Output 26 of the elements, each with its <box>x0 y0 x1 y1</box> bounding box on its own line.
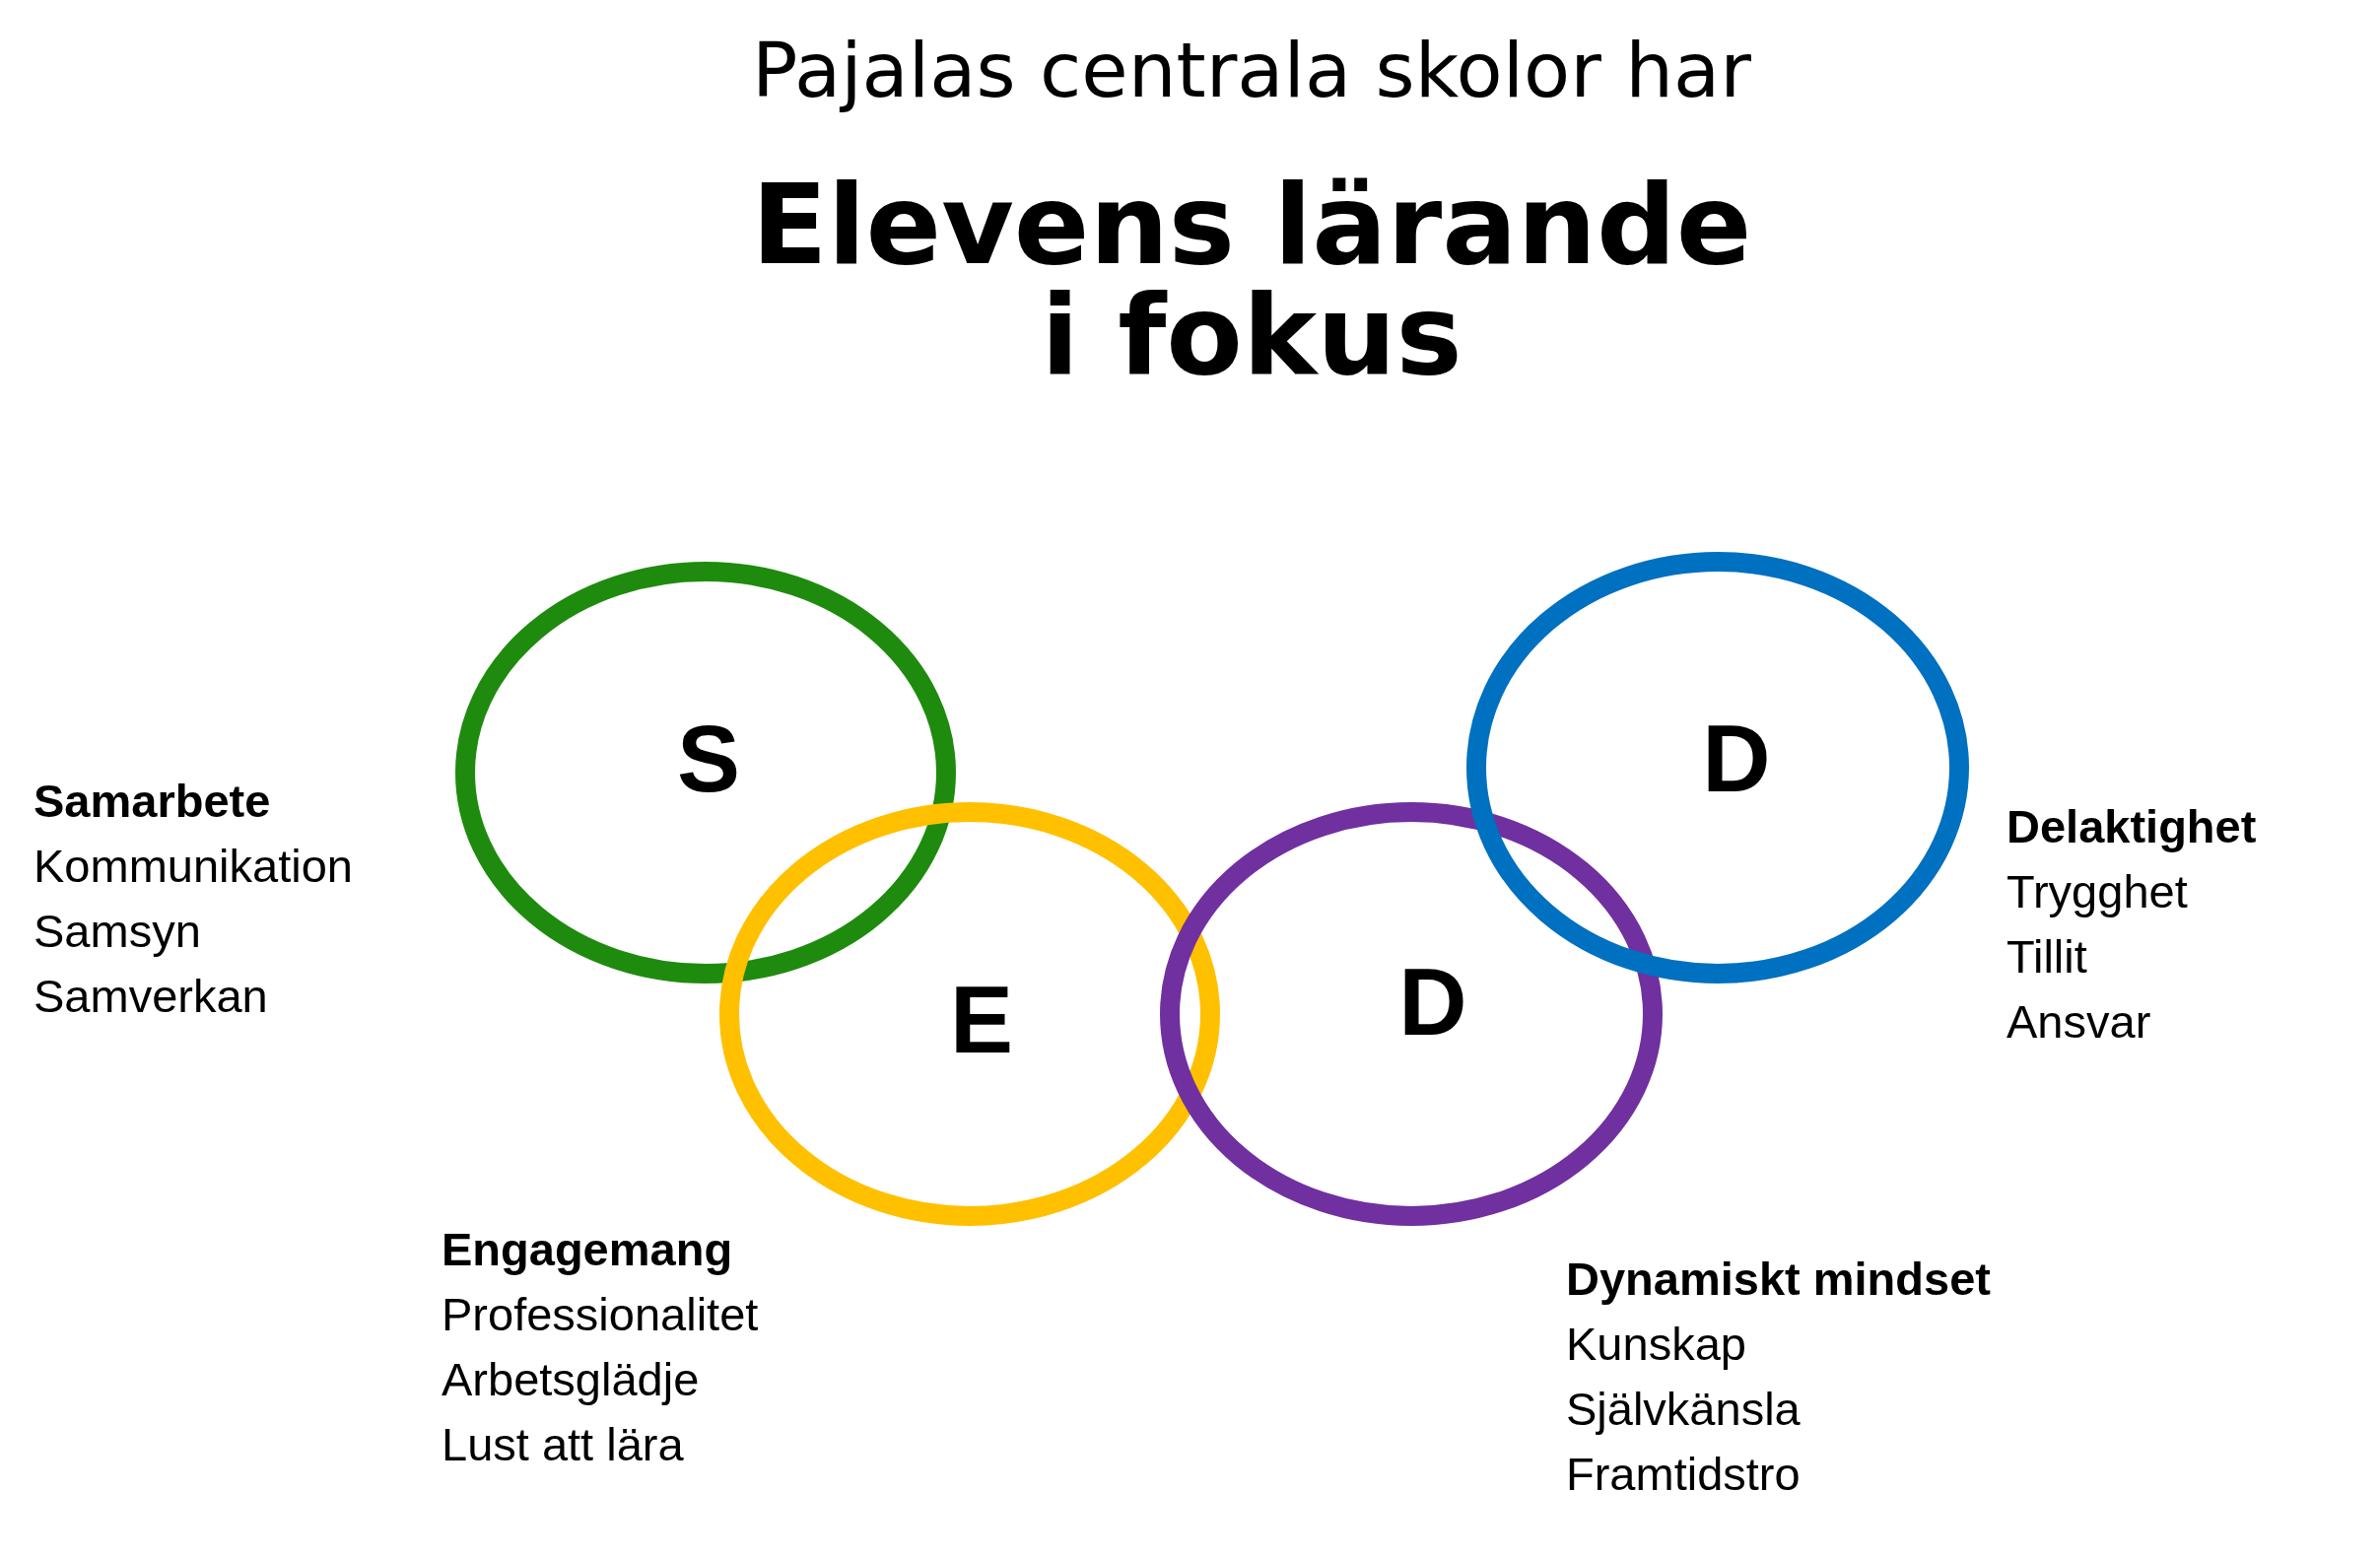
title: Elevens lärande i fokus <box>750 170 1753 390</box>
value-text: Ansvar <box>2006 994 2151 1050</box>
ring-letter: S <box>677 712 740 806</box>
category-heading: Dynamiskt mindset <box>1566 1252 1991 1307</box>
value-text: Lust att lära <box>442 1417 684 1472</box>
ring <box>455 562 956 983</box>
ring <box>1466 552 1969 983</box>
value-text: Tillit <box>2006 929 2087 984</box>
ring <box>1160 802 1663 1226</box>
value-text: Kunskap <box>1566 1317 1746 1372</box>
ring-letter: D <box>1702 712 1771 806</box>
value-text: Självkänsla <box>1566 1382 1801 1437</box>
ring-letter: E <box>950 973 1013 1067</box>
value-text: Samsyn <box>34 904 201 959</box>
ring <box>719 802 1220 1226</box>
value-text: Trygghet <box>2006 864 2188 919</box>
value-text: Arbetsglädje <box>442 1352 700 1407</box>
category-heading: Engagemang <box>442 1222 733 1277</box>
value-text: Framtidstro <box>1566 1447 1801 1502</box>
value-text: Samverkan <box>34 969 268 1024</box>
value-text: Kommunikation <box>34 839 353 894</box>
ring-letter: D <box>1398 955 1467 1050</box>
category-heading: Delaktighet <box>2006 799 2257 854</box>
category-heading: Samarbete <box>34 774 271 829</box>
subtitle: Pajalas centrala skolor har <box>752 28 1751 115</box>
value-text: Professionalitet <box>442 1287 759 1342</box>
